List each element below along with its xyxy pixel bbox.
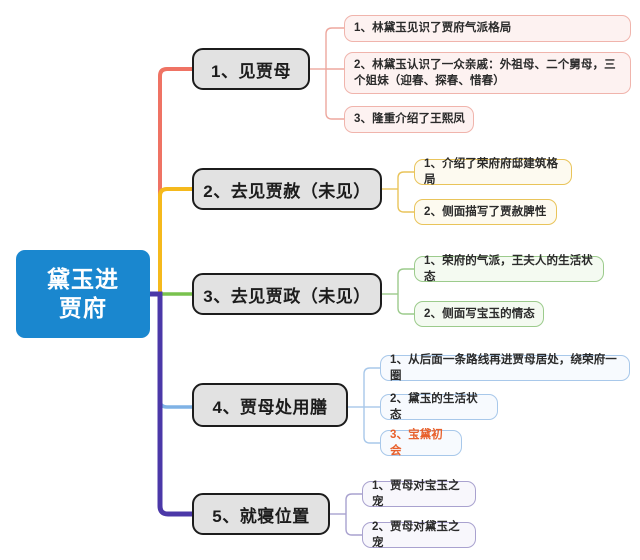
leaf-node-2-2-label: 2、侧面描写了贾赦脾性: [424, 205, 547, 218]
root-node-label: 黛玉进 贾府: [47, 265, 119, 321]
topic-node-4-label: 4、贾母处用膳: [212, 397, 328, 417]
leaf-node-1-1[interactable]: 1、林黛玉见识了贾府气派格局: [344, 15, 631, 42]
leaf-node-5-1[interactable]: 1、贾母对宝玉之宠: [362, 480, 476, 508]
sub-line-1-3: [325, 69, 344, 120]
trunk-line-4: [150, 292, 192, 409]
topic-node-5-label: 5、就寝位置: [212, 506, 310, 526]
sub-line-4-1: [363, 367, 380, 407]
topic-node-3-label: 3、去见贾政（未见）: [203, 286, 371, 306]
trunk-line-2: [150, 187, 192, 296]
leaf-node-3-1[interactable]: 1、荣府的气派，王夫人的生活状态: [414, 255, 604, 283]
sub-line-3-1: [397, 268, 414, 294]
sub-line-1-1: [325, 27, 344, 69]
leaf-node-5-2-label: 2、贾母对黛玉之宠: [372, 520, 460, 549]
leaf-node-4-1[interactable]: 1、从后面一条路线再进贾母居处，绕荣府一圈: [380, 354, 630, 382]
leaf-node-1-3[interactable]: 3、隆重介绍了王熙凤: [344, 106, 474, 133]
sub-line-5-1: [345, 493, 362, 514]
leaf-node-3-1-label: 1、荣府的气派，王夫人的生活状态: [424, 254, 593, 283]
sub-line-2-1: [397, 171, 414, 189]
sub-line-3-2: [397, 294, 414, 315]
leaf-node-3-2[interactable]: 2、侧面写宝玉的情态: [414, 301, 544, 327]
topic-node-1-label: 1、见贾母: [211, 61, 291, 81]
leaf-node-4-3-label: 3、宝黛初会: [390, 428, 443, 457]
leaf-node-4-2-label: 2、黛玉的生活状态: [390, 392, 478, 421]
leaf-node-4-1-label: 1、从后面一条路线再进贾母居处，绕荣府一圈: [390, 353, 617, 382]
topic-node-2[interactable]: 2、去见贾赦（未见）: [192, 168, 382, 210]
leaf-node-3-2-label: 2、侧面写宝玉的情态: [424, 307, 535, 320]
leaf-node-5-1-label: 1、贾母对宝玉之宠: [372, 479, 460, 508]
root-node[interactable]: 黛玉进 贾府: [16, 250, 150, 338]
trunk-line-5: [150, 291, 192, 517]
sub-line-4-3: [363, 407, 380, 444]
leaf-node-2-1-label: 1、介绍了荣府府邸建筑格局: [424, 157, 559, 186]
topic-node-1[interactable]: 1、见贾母: [192, 48, 310, 90]
leaf-node-2-1[interactable]: 1、介绍了荣府府邸建筑格局: [414, 158, 572, 186]
leaf-node-4-3[interactable]: 3、宝黛初会: [380, 429, 462, 457]
topic-node-2-label: 2、去见贾赦（未见）: [203, 181, 371, 201]
leaf-node-1-3-label: 3、隆重介绍了王熙凤: [354, 113, 465, 126]
sub-line-2-2: [397, 189, 414, 213]
topic-node-5[interactable]: 5、就寝位置: [192, 493, 330, 535]
leaf-node-1-2-label: 2、林黛玉认识了一众亲戚：外祖母、二个舅母，三 个姐妹（迎春、探春、惜春）: [354, 58, 616, 87]
sub-line-5-2: [345, 514, 362, 536]
leaf-node-4-2[interactable]: 2、黛玉的生活状态: [380, 393, 498, 421]
leaf-node-1-1-label: 1、林黛玉见识了贾府气派格局: [354, 22, 512, 35]
leaf-node-1-2[interactable]: 2、林黛玉认识了一众亲戚：外祖母、二个舅母，三 个姐妹（迎春、探春、惜春）: [344, 52, 631, 94]
leaf-node-5-2[interactable]: 2、贾母对黛玉之宠: [362, 521, 476, 549]
leaf-node-2-2[interactable]: 2、侧面描写了贾赦脾性: [414, 199, 557, 225]
topic-node-3[interactable]: 3、去见贾政（未见）: [192, 273, 382, 315]
trunk-line-1: [150, 67, 192, 296]
topic-node-4[interactable]: 4、贾母处用膳: [192, 383, 348, 427]
